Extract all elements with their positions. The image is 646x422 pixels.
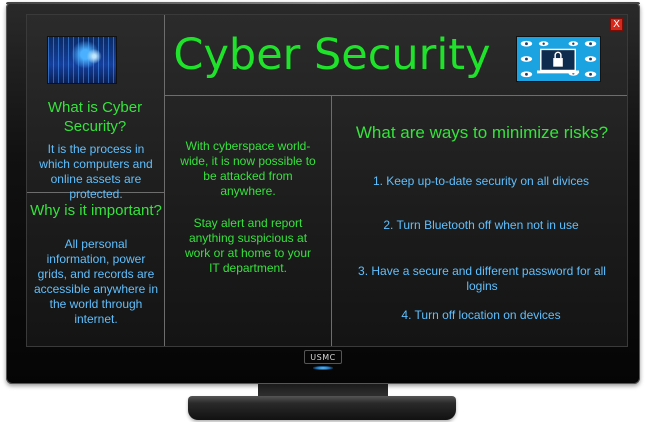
risk-item-2: 2. Turn Bluetooth off when not in use: [383, 218, 579, 232]
what-is-body: It is the process in which computers and…: [39, 142, 153, 201]
stay-alert-text: Stay alert and report anything suspiciou…: [184, 216, 312, 275]
monitor-bezel: X: [6, 2, 640, 384]
risk-item-4: 4. Turn off location on devices: [401, 308, 561, 322]
screen: X: [26, 14, 628, 347]
bezel-highlight: [6, 2, 640, 4]
divider-horizontal-left: [27, 192, 164, 193]
close-icon: X: [613, 19, 620, 30]
eye-lock-icon: [517, 37, 600, 81]
divider-horizontal-top: [164, 95, 627, 96]
surveillance-laptop-lock-image: [516, 36, 601, 82]
attack-anywhere-text: With cyberspace world-wide, it is now po…: [180, 139, 316, 198]
risk-item-1: 1. Keep up-to-date security on all divic…: [372, 174, 590, 188]
divider-vertical-left: [164, 15, 165, 346]
what-is-heading: What is Cyber Security?: [47, 99, 143, 135]
minimize-risks-heading: What are ways to minimize risks?: [355, 123, 609, 142]
stand-neck: [258, 384, 388, 398]
brand-label: USMC: [304, 350, 342, 364]
why-important-body: All personal information, power grids, a…: [33, 237, 159, 326]
page-title: Cyber Security: [173, 30, 491, 80]
risk-item-3: 3. Have a secure and different password …: [358, 264, 606, 293]
why-important-heading: Why is it important?: [30, 202, 162, 219]
divider-vertical-right: [331, 95, 332, 346]
stand-base: [188, 396, 456, 420]
power-led: [313, 366, 333, 370]
close-button[interactable]: X: [610, 18, 623, 31]
digital-face-image: [47, 36, 117, 84]
